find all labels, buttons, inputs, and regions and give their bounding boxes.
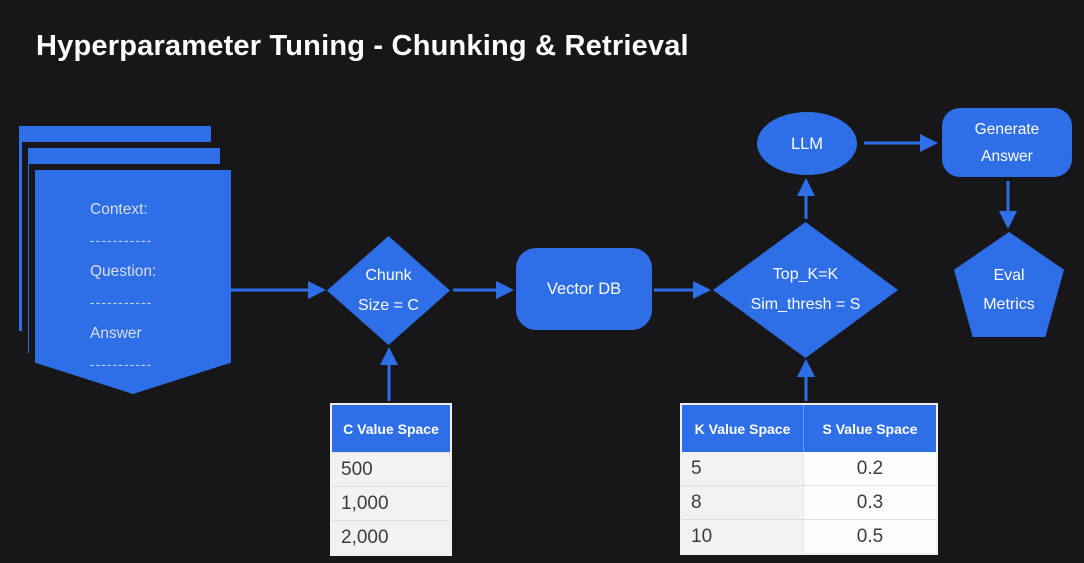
generate-answer-node: Generate Answer bbox=[942, 108, 1072, 177]
chunk-size-line1: Chunk bbox=[365, 266, 412, 284]
chunk-size-line2: Size = C bbox=[358, 296, 419, 314]
chunk-size-diamond: Chunk Size = C bbox=[327, 236, 450, 345]
eval-metrics-pentagon: Eval Metrics bbox=[954, 232, 1064, 337]
llm-label: LLM bbox=[790, 134, 824, 153]
arrow-vectordb-to-retrieval bbox=[654, 281, 711, 299]
c-table-cell: 500 bbox=[332, 452, 450, 486]
generate-answer-line1: Generate bbox=[974, 120, 1040, 138]
page-title: Hyperparameter Tuning - Chunking & Retri… bbox=[36, 30, 689, 62]
retrieval-params-diamond: Top_K=K Sim_thresh = S bbox=[713, 222, 898, 358]
s-table-cell: 0.3 bbox=[804, 485, 936, 519]
doc-line-dashes: ----------- bbox=[90, 294, 153, 310]
c-table-cell: 2,000 bbox=[332, 520, 450, 554]
vector-db-label: Vector DB bbox=[546, 280, 622, 298]
s-table-header: S Value Space bbox=[804, 405, 936, 452]
arrow-llm-to-generate bbox=[864, 134, 938, 152]
eval-metrics-line2: Metrics bbox=[983, 295, 1035, 313]
retrieval-line2: Sim_thresh = S bbox=[750, 296, 861, 313]
k-table-header: K Value Space bbox=[682, 405, 804, 452]
doc-line-context: Context: bbox=[90, 201, 148, 218]
doc-line-dashes: ----------- bbox=[90, 356, 153, 372]
arrow-ksvalues-to-retrieval bbox=[797, 359, 815, 401]
llm-ellipse: LLM bbox=[757, 112, 857, 175]
c-value-table: C Value Space 500 1,000 2,000 bbox=[330, 403, 452, 556]
retrieval-line1: Top_K=K bbox=[772, 266, 839, 283]
document-front-page: Context: ----------- Question: ---------… bbox=[35, 170, 231, 394]
arrow-doc-to-chunk bbox=[231, 281, 326, 299]
k-table-cell: 10 bbox=[682, 519, 804, 552]
arrow-cvalues-to-chunk bbox=[380, 347, 398, 401]
document-text: Context: ----------- Question: ---------… bbox=[90, 194, 156, 380]
doc-line-question: Question: bbox=[90, 263, 157, 280]
doc-line-dashes: ----------- bbox=[90, 232, 153, 248]
eval-metrics-line1: Eval bbox=[993, 266, 1025, 284]
arrow-generate-to-eval bbox=[999, 181, 1017, 229]
generate-answer-line2: Answer bbox=[981, 147, 1033, 165]
k-table-cell: 5 bbox=[682, 452, 804, 485]
s-table-cell: 0.2 bbox=[804, 452, 936, 485]
s-table-cell: 0.5 bbox=[804, 519, 936, 553]
ks-value-table: K Value Space S Value Space 5 0.2 8 0.3 … bbox=[680, 403, 938, 555]
vector-db-node: Vector DB bbox=[516, 248, 652, 330]
arrow-retrieval-to-llm bbox=[797, 178, 815, 219]
arrow-chunk-to-vectordb bbox=[453, 281, 514, 299]
c-table-header: C Value Space bbox=[332, 405, 450, 452]
c-table-cell: 1,000 bbox=[332, 486, 450, 520]
doc-line-answer: Answer bbox=[90, 325, 142, 342]
k-table-cell: 8 bbox=[682, 485, 804, 518]
